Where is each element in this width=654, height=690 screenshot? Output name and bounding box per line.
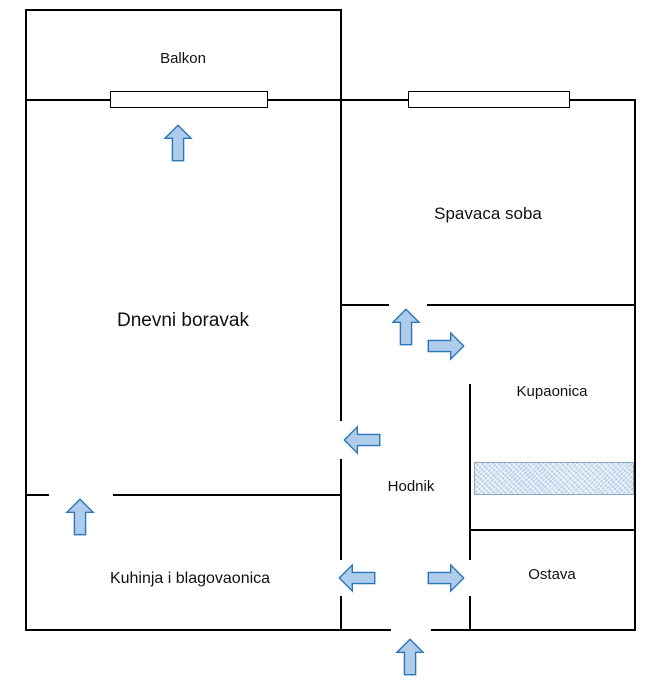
balcony-door-arrow bbox=[163, 124, 193, 162]
wall-bedroom-bottom-right bbox=[427, 304, 636, 306]
room-label-balkon: Balkon bbox=[160, 50, 206, 67]
room-label-spavaca-soba: Spavaca soba bbox=[434, 204, 542, 223]
wall-bathroom-storage-divider bbox=[469, 529, 636, 531]
wall-bedroom-bottom-left bbox=[341, 304, 389, 306]
living-room-door-arrow bbox=[343, 425, 381, 455]
wall-outer-left bbox=[25, 9, 27, 631]
wall-balcony-top bbox=[25, 9, 342, 11]
wall-center-upper bbox=[340, 9, 342, 421]
wall-center-middle bbox=[340, 459, 342, 560]
room-label-kuhinja: Kuhinja i blagovaonica bbox=[109, 570, 271, 587]
wall-kitchen-divider-right bbox=[113, 494, 341, 496]
bathroom-door-arrow bbox=[427, 331, 465, 361]
wall-center-lower bbox=[340, 596, 342, 631]
wall-outer-right bbox=[634, 99, 636, 631]
wall-bottom-left bbox=[25, 629, 391, 631]
bedroom-window bbox=[408, 91, 570, 108]
bedroom-door-arrow bbox=[391, 308, 421, 346]
room-label-dnevni-boravak: Dnevni boravak bbox=[116, 310, 250, 331]
room-label-kupaonica: Kupaonica bbox=[516, 383, 588, 400]
kitchen-door-arrow bbox=[338, 563, 376, 593]
storage-door-arrow bbox=[427, 563, 465, 593]
balcony-window bbox=[110, 91, 268, 108]
bathtub bbox=[474, 462, 634, 495]
wall-kitchen-divider-left bbox=[25, 494, 49, 496]
kitchen-passage-arrow bbox=[65, 498, 95, 536]
wall-storage-left-lower bbox=[469, 596, 471, 631]
wall-bathroom-left bbox=[469, 384, 471, 560]
room-label-ostava: Ostava bbox=[528, 566, 576, 583]
room-label-hodnik: Hodnik bbox=[387, 478, 435, 495]
wall-bottom-right bbox=[431, 629, 636, 631]
entrance-door-arrow bbox=[395, 638, 425, 676]
